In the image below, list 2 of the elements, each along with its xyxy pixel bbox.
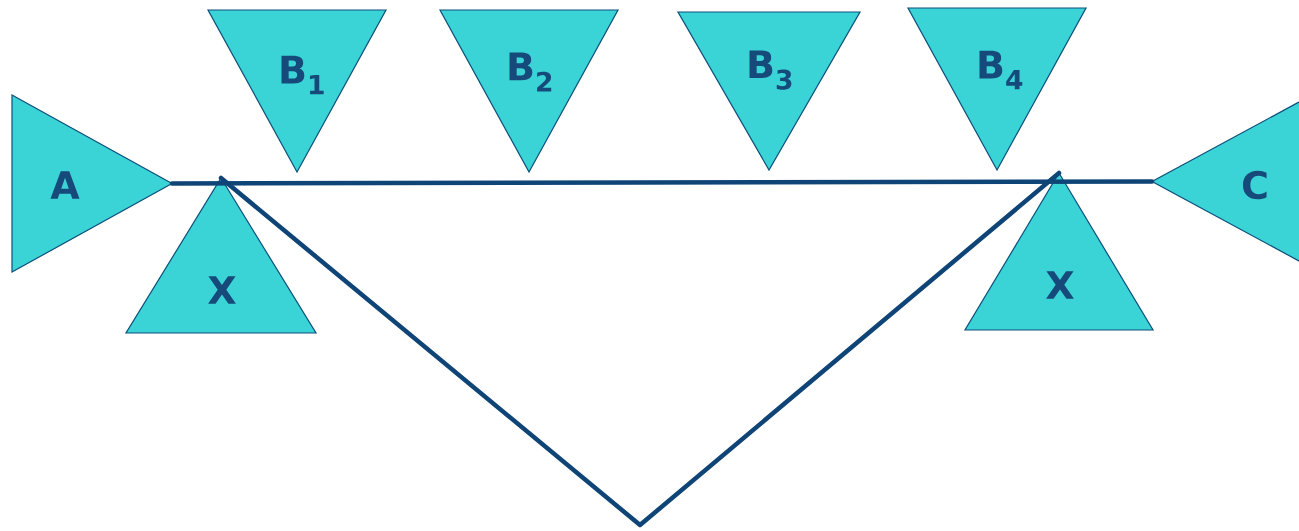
line: [169, 179, 1155, 186]
line: [218, 170, 1062, 528]
